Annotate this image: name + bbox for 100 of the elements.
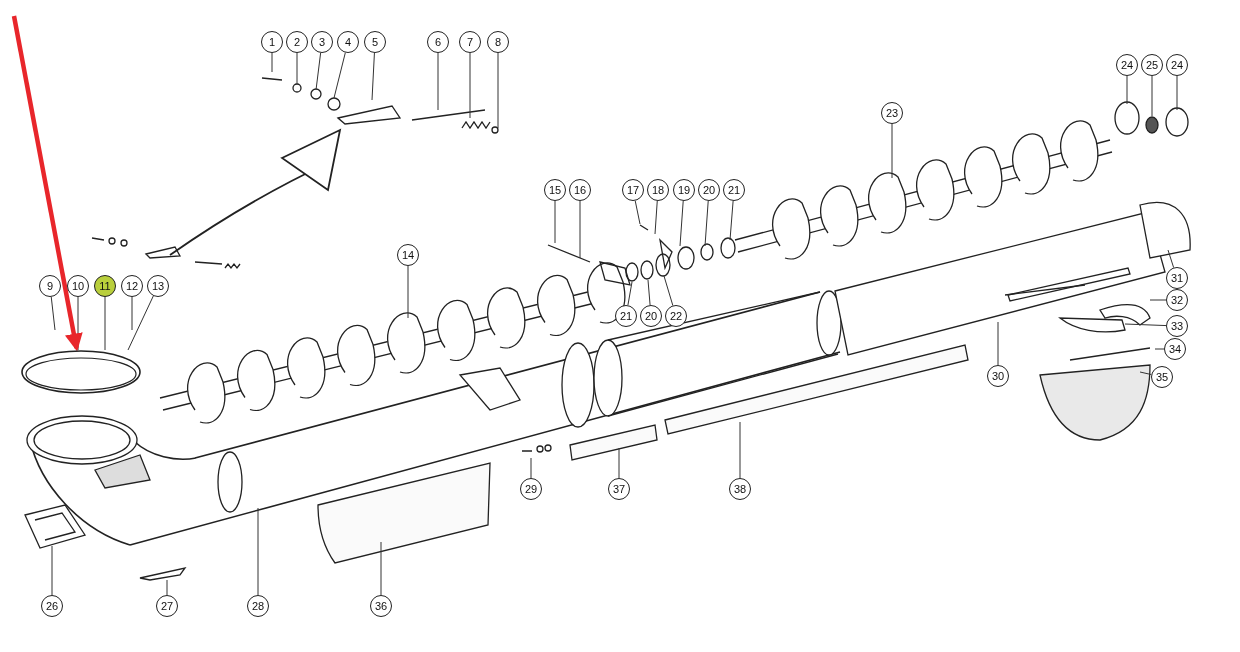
callout-number: 35 [1155, 371, 1169, 383]
leader-line [271, 52, 273, 73]
callout-number: 1 [268, 36, 276, 48]
leader-line [315, 52, 322, 91]
callout-circle [487, 31, 509, 53]
callout-number: 37 [612, 483, 626, 495]
callout-circle [608, 478, 630, 500]
leader-line [1167, 249, 1175, 269]
callout-number: 3 [318, 36, 326, 48]
callout-number: 29 [524, 483, 538, 495]
leader-line [663, 275, 674, 306]
leader-line [997, 321, 999, 366]
leader-line [739, 421, 741, 479]
callout-number: 23 [885, 107, 899, 119]
leader-line [530, 457, 532, 479]
callout-number: 10 [71, 280, 85, 292]
callout-number: 8 [494, 36, 502, 48]
callout-circle [1164, 338, 1186, 360]
callout-circle [723, 179, 745, 201]
callout-number: 18 [651, 184, 665, 196]
callout-number: 6 [434, 36, 442, 48]
callout-circle [987, 365, 1009, 387]
callout-number: 20 [644, 310, 658, 322]
callout-number: 24 [1120, 59, 1134, 71]
leader-line [1124, 323, 1167, 327]
leader-line [647, 279, 651, 306]
callout-circle [1141, 54, 1163, 76]
callout-number: 14 [401, 249, 415, 261]
callout-number: 13 [151, 280, 165, 292]
callout-circle [247, 595, 269, 617]
callout-number: 28 [251, 600, 265, 612]
leader-line [1126, 75, 1128, 105]
leader-line [1176, 75, 1178, 111]
callout-circle [698, 179, 720, 201]
leader-line [1149, 299, 1167, 301]
callout-number: 32 [1170, 294, 1184, 306]
callout-number: 12 [125, 280, 139, 292]
callout-number: 5 [371, 36, 379, 48]
leader-line [679, 200, 684, 247]
leader-line [469, 52, 471, 119]
callout-circle [640, 305, 662, 327]
callout-circle [520, 478, 542, 500]
callout-number: 27 [160, 600, 174, 612]
leader-line [627, 281, 633, 306]
callout-circle [569, 179, 591, 201]
callout-number: 7 [466, 36, 474, 48]
callout-number: 38 [733, 483, 747, 495]
leader-line [437, 52, 439, 111]
callout-circle [156, 595, 178, 617]
callout-circle [1116, 54, 1138, 76]
callout-number: 2 [293, 36, 301, 48]
callout-number: 30 [991, 370, 1005, 382]
leader-line [554, 200, 556, 244]
callout-circle [370, 595, 392, 617]
callout-circle [364, 31, 386, 53]
callout-circle [41, 595, 63, 617]
callout-circle [67, 275, 89, 297]
leader-line [51, 545, 53, 596]
leader-line [296, 52, 298, 85]
ring-drawing [20, 348, 142, 396]
callout-number: 11 [99, 280, 111, 292]
callout-number: 36 [374, 600, 388, 612]
callout-circle [397, 244, 419, 266]
callout-number: 22 [669, 310, 683, 322]
leader-line [50, 296, 56, 331]
callout-circle [1166, 267, 1188, 289]
leader-line [497, 52, 499, 129]
leader-line [1151, 75, 1153, 117]
pointer-arrow [11, 15, 83, 352]
callout-number: 9 [46, 280, 54, 292]
callout-number: 19 [677, 184, 691, 196]
callout-number: 17 [626, 184, 640, 196]
callout-number: 21 [619, 310, 633, 322]
leader-line [104, 296, 106, 351]
callout-circle [337, 31, 359, 53]
leader-line [371, 52, 375, 101]
callout-circle [647, 179, 669, 201]
callout-circle [1166, 54, 1188, 76]
leader-line [729, 200, 734, 241]
callout-circle [39, 275, 61, 297]
leader-line [618, 447, 620, 479]
leader-line [579, 200, 581, 259]
callout-number: 24 [1170, 59, 1184, 71]
leader-line [1154, 348, 1165, 350]
callout-circle [286, 31, 308, 53]
callout-number: 16 [573, 184, 587, 196]
callout-circle [1166, 289, 1188, 311]
callout-circle [459, 31, 481, 53]
callout-number: 4 [344, 36, 352, 48]
callout-number: 20 [702, 184, 716, 196]
leader-line [891, 123, 893, 179]
callout-circle [1166, 315, 1188, 337]
callout-circle [665, 305, 687, 327]
callout-circle [673, 179, 695, 201]
leader-line [333, 52, 346, 99]
leader-line [257, 507, 259, 596]
callout-circle [1151, 366, 1173, 388]
callout-number: 31 [1170, 272, 1184, 284]
leader-line [407, 265, 409, 319]
callout-number: 33 [1170, 320, 1184, 332]
